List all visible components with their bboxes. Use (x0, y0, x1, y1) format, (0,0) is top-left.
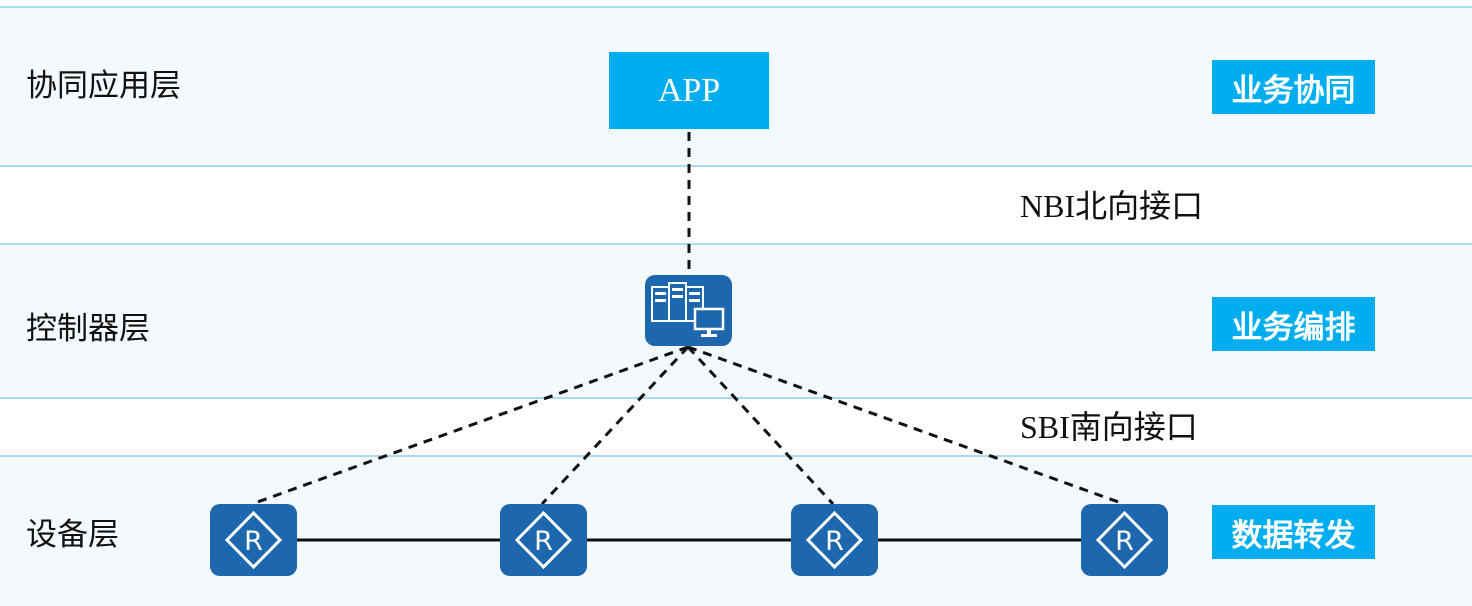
router-icon: R (500, 504, 587, 576)
server-controller-icon (645, 275, 732, 346)
sbi-dashed-link-3 (686, 345, 835, 506)
router-icon: R (791, 504, 878, 576)
app-layer-label: 协同应用层 (26, 68, 181, 104)
controller-layer-band: 控制器层 业务编排 (0, 243, 1472, 399)
sbi-dashed-link-1 (251, 345, 689, 506)
router-letter: R (244, 526, 263, 557)
nbi-interface-label: NBI北向接口 (1020, 188, 1204, 224)
sbi-dashed-link-4 (687, 345, 1125, 506)
controller-layer-label: 控制器层 (26, 311, 150, 347)
sbi-interface-label: SBI南向接口 (1020, 409, 1198, 445)
sbi-dashed-link-2 (540, 345, 690, 506)
business-coordination-tag: 业务协同 (1212, 60, 1375, 114)
app-layer-band: 协同应用层 业务协同 (0, 6, 1472, 167)
router-letter: R (825, 526, 844, 557)
device-layer-label: 设备层 (26, 517, 119, 553)
data-forwarding-tag: 数据转发 (1212, 505, 1375, 559)
router-icon: R (1081, 504, 1168, 576)
business-orchestration-tag: 业务编排 (1212, 297, 1375, 351)
router-letter: R (534, 526, 553, 557)
router-letter: R (1115, 526, 1134, 557)
router-icon: R (210, 504, 297, 576)
app-box: APP (609, 52, 769, 129)
